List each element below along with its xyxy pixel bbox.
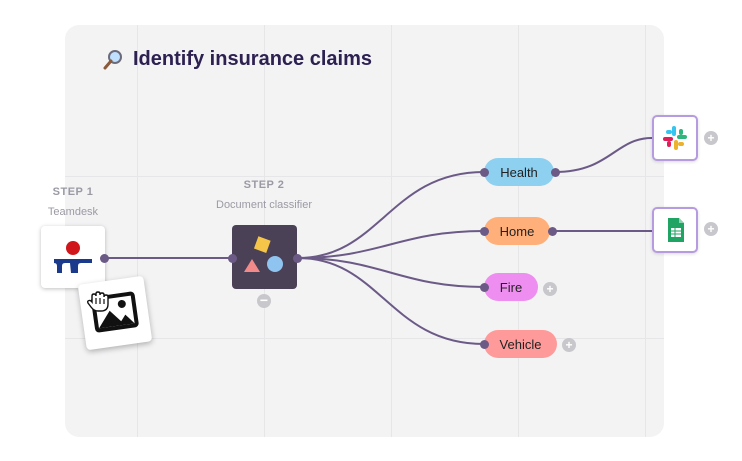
classifier-out-port[interactable] — [293, 254, 302, 263]
category-vehicle[interactable]: Vehicle — [484, 330, 557, 358]
category-health-label: Health — [500, 164, 538, 180]
google-sheets-icon — [668, 218, 684, 242]
vehicle-in-port[interactable] — [480, 340, 489, 349]
category-fire[interactable]: Fire — [484, 273, 538, 301]
home-in-port[interactable] — [480, 227, 489, 236]
classifier-in-port[interactable] — [228, 254, 237, 263]
link-to-home — [297, 230, 485, 259]
step1-number: STEP 1 — [52, 186, 94, 198]
google-sheets-node[interactable] — [652, 207, 698, 253]
workflow-title-text: Identify insurance claims — [133, 48, 372, 70]
add-sheets-action-button[interactable]: + — [704, 222, 718, 236]
shapes-icon — [244, 236, 283, 272]
category-vehicle-label: Vehicle — [499, 336, 542, 352]
link-to-fire — [297, 257, 485, 288]
category-home[interactable]: Home — [484, 217, 550, 245]
health-in-port[interactable] — [480, 168, 489, 177]
fire-in-port[interactable] — [480, 283, 489, 292]
step1-label: STEP 1 Teamdesk — [38, 186, 108, 218]
teamdesk-logo-icon — [54, 241, 92, 273]
category-home-label: Home — [499, 223, 535, 239]
teamdesk-out-port[interactable] — [100, 254, 109, 263]
step1-name: Teamdesk — [47, 206, 99, 218]
slack-icon — [663, 126, 687, 150]
workflow-title: Identify insurance claims — [102, 48, 372, 71]
add-vehicle-action-button[interactable]: + — [562, 338, 576, 352]
add-fire-action-button[interactable]: + — [543, 282, 557, 296]
image-icon — [91, 291, 139, 333]
link-to-health — [297, 171, 485, 259]
step2-label: STEP 2 Document classifier — [200, 179, 328, 211]
grab-cursor-icon — [86, 291, 109, 312]
health-out-port[interactable] — [551, 168, 560, 177]
category-health[interactable]: Health — [484, 158, 554, 186]
slack-node[interactable] — [652, 115, 698, 161]
magnifier-icon — [103, 49, 122, 69]
home-out-port[interactable] — [548, 227, 557, 236]
document-classifier-node[interactable] — [232, 225, 297, 289]
category-fire-label: Fire — [499, 279, 523, 295]
link-health-slack — [554, 137, 653, 173]
add-slack-action-button[interactable]: + — [704, 131, 718, 145]
dragged-document-card[interactable] — [77, 275, 153, 351]
step2-number: STEP 2 — [243, 179, 285, 191]
link-to-vehicle — [297, 257, 485, 345]
collapse-button[interactable]: − — [257, 293, 271, 308]
teamdesk-node[interactable] — [41, 226, 105, 288]
step2-name: Document classifier — [216, 199, 312, 211]
